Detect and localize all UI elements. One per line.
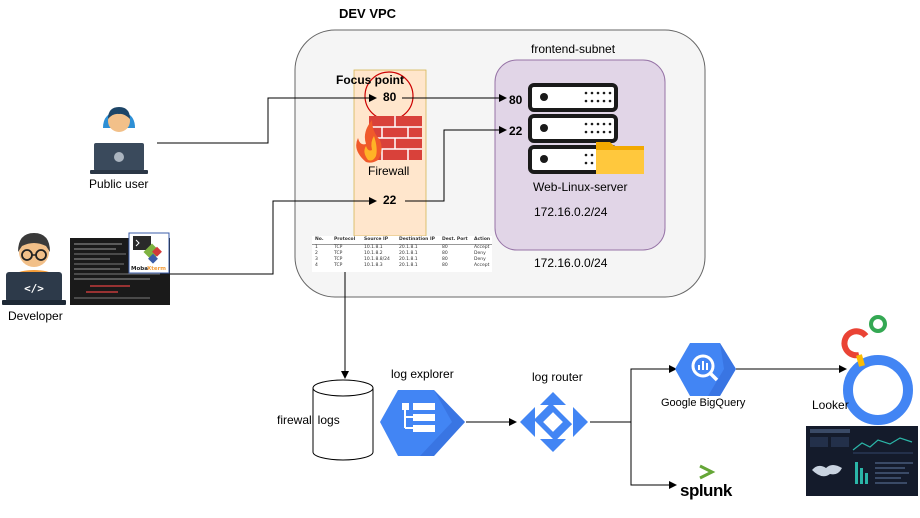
table-header-cell: Dest. Port [442,237,468,242]
server-name: Web-Linux-server [533,180,628,194]
table-cell: 10.1.8.3 [364,263,383,268]
table-row: 2 TCP 10.1.8.2 20.1.8.1 80 Deny [312,251,492,258]
table-header-cell: Source IP [364,237,389,242]
table-cell: 80 [442,245,448,250]
table-cell: 20.1.8.1 [399,251,418,256]
connector-developer-to-fw22 [170,197,377,275]
terminal-screenshot-icon: Moba Xterm [70,232,170,305]
table-cell: 20.1.8.1 [399,257,418,262]
looker-label: Looker [812,398,849,412]
folder-icon [596,142,644,174]
table-cell: Deny [474,257,486,262]
developer-icon: </> [2,233,66,305]
table-cell: 80 [442,263,448,268]
vpc-title: DEV VPC [339,6,397,21]
firewall-port-80: 80 [383,90,397,104]
table-cell: TCP [334,251,343,256]
table-cell: 10.1.8.2 [364,251,383,256]
table-header-cell: Protocol [334,237,356,242]
table-cell: 10.1.8.1 [364,245,383,250]
table-header-cell: No. [315,237,324,242]
log-router-label: log router [532,370,583,384]
log-explorer-label: log explorer [391,367,454,381]
table-header-cell: Destination IP [399,237,435,242]
table-cell: 1 [315,245,318,250]
table-cell: 80 [442,257,448,262]
table-header-cell: Action [474,237,491,242]
subnet-cidr: 172.16.0.0/24 [534,256,608,270]
table-cell: 2 [315,251,318,256]
database-icon [312,379,374,461]
table-cell: TCP [334,245,343,250]
table-cell: 10.1.8.8/24 [364,257,390,262]
table-header-row: No. Protocol Source IP Destination IP De… [312,237,492,245]
bigquery-icon [675,343,736,396]
server-port-80: 80 [509,93,523,107]
firewall-rules-table: No. Protocol Source IP Destination IP De… [312,236,492,272]
table-cell: 20.1.8.1 [399,245,418,250]
firewall-port-22: 22 [383,193,397,207]
connector-public-user-to-fw80 [157,94,377,144]
table-row: 3 TCP 10.1.8.8/24 20.1.8.1 80 Deny [312,257,492,264]
looker-logo-icon [841,315,913,425]
public-user-label: Public user [89,177,149,191]
log-router-icon [520,392,588,452]
bigquery-label: Google BigQuery [661,397,746,409]
firewall-logs-label: firewall logs [277,413,340,427]
subnet-title: frontend-subnet [531,42,616,56]
table-cell: 20.1.8.1 [399,263,418,268]
connector-router-to-splunk [630,422,677,489]
table-row: 1 TCP 10.1.8.1 20.1.8.1 80 Accept [312,245,492,252]
server-port-22: 22 [509,124,523,138]
svg-text:Moba: Moba [131,266,148,272]
table-cell: Deny [474,251,486,256]
firewall-brick-icon [356,116,422,163]
focus-point-label: Focus point [336,73,404,87]
developer-label: Developer [8,309,63,323]
table-cell: TCP [334,257,343,262]
svg-text:</>: </> [24,282,44,295]
table-cell: Accept [474,263,490,268]
firewall-label: Firewall [368,164,410,178]
table-cell: TCP [334,263,343,268]
server-ip: 172.16.0.2/24 [534,205,608,219]
table-row: 4 TCP 10.1.8.3 20.1.8.1 80 Accept [312,263,492,270]
connector-router-to-bigquery [590,365,677,423]
log-explorer-icon [380,390,465,456]
connector-fw22-to-server22 [405,126,507,202]
looker-dashboard-thumbnail [806,426,918,496]
table-cell: 4 [315,263,318,268]
public-user-icon [90,107,148,174]
table-cell: 3 [315,257,318,262]
splunk-chevron-icon [699,464,716,480]
svg-text:Xterm: Xterm [147,266,166,272]
table-cell: 80 [442,251,448,256]
table-cell: Accept [474,245,490,250]
splunk-label: splunk [680,481,732,500]
